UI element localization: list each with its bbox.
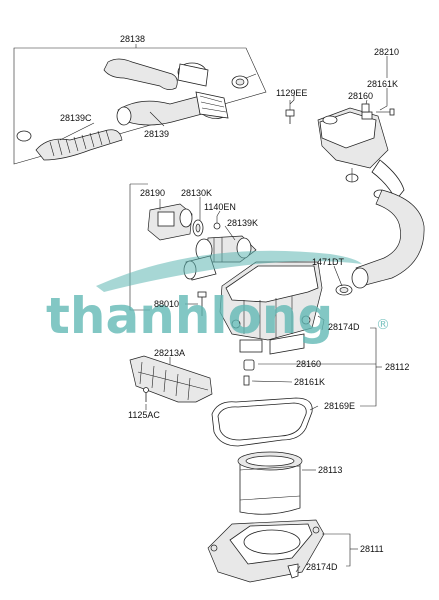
corrugated-hose-28139C: [16, 129, 123, 161]
label-28111: 28111: [360, 544, 384, 554]
sensor-group-frame: [129, 183, 150, 311]
label-28190: 28190: [140, 188, 165, 198]
resonator-hose-28138: [103, 58, 257, 90]
label-28112: 28112: [385, 362, 409, 372]
resonator-28210: [317, 107, 405, 201]
label-28139K: 28139K: [227, 218, 258, 228]
label-1125AC: 1125AC: [128, 410, 160, 420]
label-28139C: 28139C: [60, 113, 92, 123]
filter-element-28113: [237, 451, 303, 515]
label-88010: 88010: [154, 299, 179, 309]
watermark-text: thanhlong: [46, 287, 333, 345]
bolt-88010: [197, 291, 207, 316]
label-28138: 28138: [120, 34, 145, 44]
label-28113: 28113: [318, 465, 342, 475]
bolt-28161K-mid: [243, 375, 250, 386]
air-cleaner-upper-case: [219, 261, 323, 355]
label-28139: 28139: [144, 129, 169, 139]
bolt-1129EE: [285, 100, 295, 124]
watermark-registered-mark: ®: [376, 317, 390, 333]
bolt-28161K-top: [376, 108, 395, 116]
hose-group-frame: [13, 44, 267, 165]
gasket-28169E: [211, 397, 313, 447]
bolt-1125AC: [143, 387, 149, 402]
label-1140EN: 1140EN: [204, 202, 236, 212]
clamp-28130K: [192, 219, 204, 237]
label-28174D-mid: 28174D: [328, 322, 360, 332]
label-28160-mid: 28160: [296, 359, 321, 369]
bolt-1140EN: [213, 216, 221, 230]
watermark-swoosh: [96, 250, 362, 292]
grommet-28160-top: [361, 103, 370, 113]
intake-duct: [335, 189, 425, 296]
label-28213A: 28213A: [154, 348, 185, 358]
watermark: thanhlong ®: [46, 250, 390, 345]
label-28161K-mid: 28161K: [294, 377, 325, 387]
part-labels: 28138 28139C 28139 28210 28161K 1129EE 2…: [60, 34, 409, 572]
grommet-28160-mid: [243, 359, 255, 371]
bracket-28213A: [129, 355, 213, 403]
label-28130K: 28130K: [181, 188, 212, 198]
air-cleaner-lower-case: [207, 519, 325, 583]
label-28161K-top: 28161K: [367, 79, 398, 89]
maf-sensor-28190: [147, 203, 193, 241]
label-28169E: 28169E: [324, 401, 355, 411]
clip-28174D-bottom: [287, 563, 299, 579]
label-28160-top: 28160: [348, 91, 373, 101]
label-28174D-bottom: 28174D: [306, 562, 338, 572]
leader-lines: [59, 56, 388, 573]
label-1129EE: 1129EE: [276, 88, 307, 98]
label-1471DT: 1471DT: [312, 257, 345, 267]
label-28210: 28210: [374, 47, 399, 57]
intake-hose-28139: [116, 91, 229, 126]
